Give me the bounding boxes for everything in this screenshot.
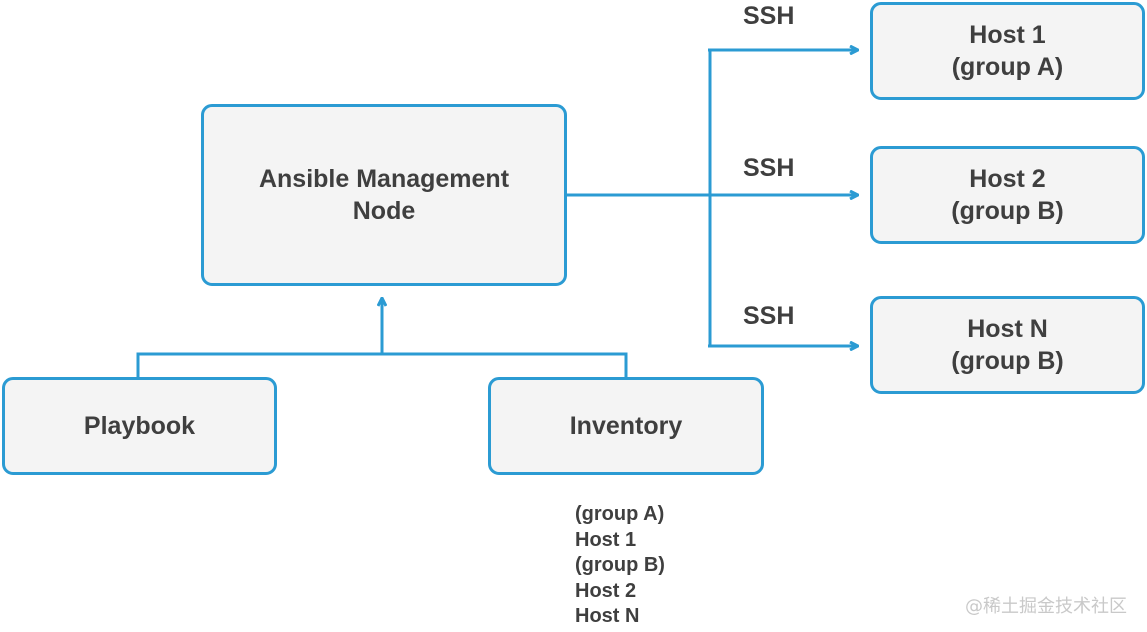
host1-group: (group A) (951, 53, 1064, 81)
hostN-name: Host N (967, 315, 1048, 343)
management-node-label-line1: Ansible Management (258, 165, 510, 193)
inventory-list-item: Host 1 (575, 528, 637, 551)
playbook-label: Playbook (83, 412, 196, 440)
management-node-box: Ansible Management Node (201, 104, 567, 286)
watermark: @稀土掘金技术社区 (965, 596, 1127, 617)
inputs-bracket-line (136, 352, 628, 378)
inventory-list-item: (group A) (575, 503, 665, 525)
inventory-label: Inventory (569, 412, 683, 440)
inventory-list-item: Host 2 (575, 579, 637, 602)
hostN-group: (group B) (951, 347, 1064, 375)
host2-name: Host 2 (969, 165, 1046, 193)
ssh-label-hostN: SSH (743, 302, 795, 330)
inventory-contents-list: (group A) Host 1 (group B) Host 2 Host N (575, 502, 665, 630)
inventory-list-item: Host N (575, 605, 640, 627)
hostN-box: Host N (group B) (870, 296, 1145, 394)
host1-box: Host 1 (group A) (870, 2, 1145, 100)
host1-name: Host 1 (969, 21, 1046, 49)
host2-box: Host 2 (group B) (870, 146, 1145, 244)
management-node-label-line2: Node (352, 197, 416, 225)
host2-group: (group B) (951, 197, 1064, 225)
inventory-box: Inventory (488, 377, 764, 475)
inventory-list-item: (group B) (575, 554, 665, 576)
playbook-box: Playbook (2, 377, 277, 475)
ssh-label-host1: SSH (743, 2, 795, 30)
ssh-label-host2: SSH (743, 154, 795, 182)
